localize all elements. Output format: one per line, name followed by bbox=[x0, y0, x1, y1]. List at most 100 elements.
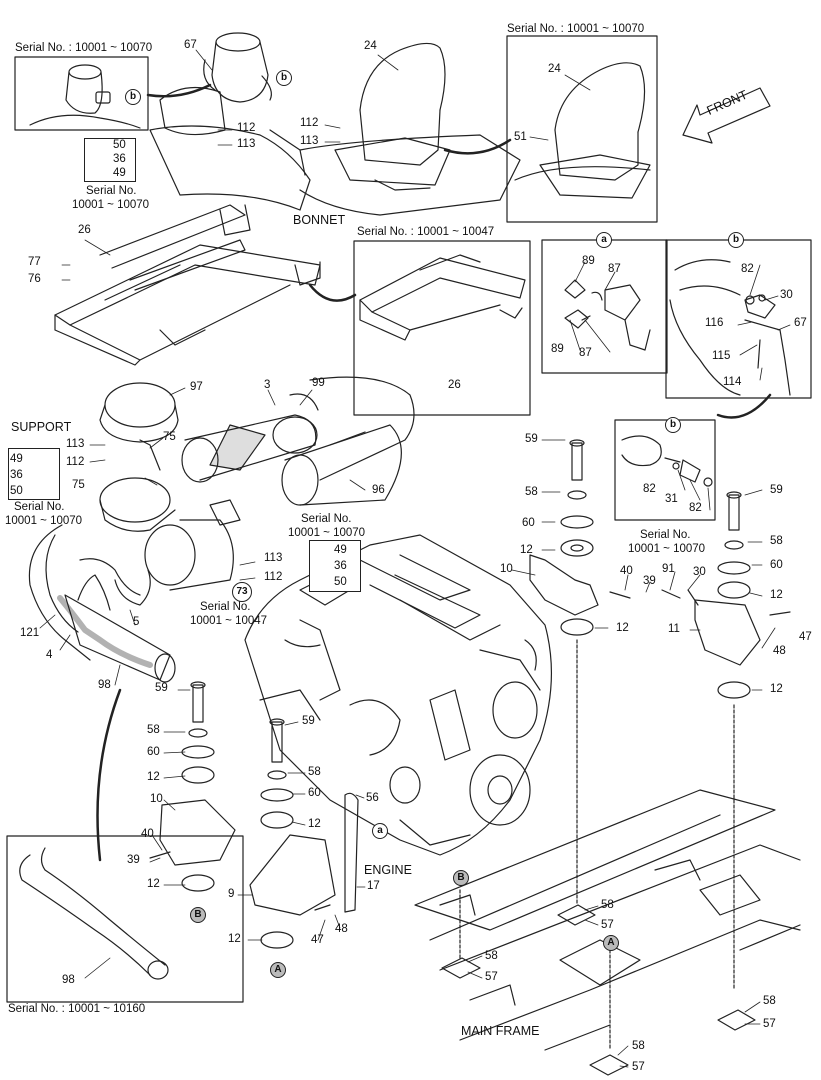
part-number: 49 bbox=[10, 453, 23, 465]
part-number: 40 bbox=[141, 828, 154, 840]
part-number: 98 bbox=[62, 974, 75, 986]
leader-hose-detail bbox=[96, 688, 122, 862]
serial-label: Serial No. : 10001 ~ 10070 bbox=[15, 42, 153, 54]
part-number: 51 bbox=[514, 131, 527, 143]
part-number: 60 bbox=[147, 746, 160, 758]
serial-label: Serial No. : 10001 ~ 10160 bbox=[8, 1003, 146, 1015]
part-number: 76 bbox=[28, 273, 41, 285]
mount-right-drawing bbox=[529, 439, 791, 991]
part-number: 116 bbox=[705, 317, 724, 329]
part-number: 67 bbox=[794, 317, 807, 329]
part-number: 58 bbox=[147, 724, 160, 736]
part-number: 87 bbox=[579, 347, 592, 359]
part-number: 10 bbox=[150, 793, 163, 805]
part-number: 57 bbox=[485, 971, 498, 983]
part-number: 113 bbox=[264, 552, 283, 564]
part-number: 91 bbox=[662, 563, 675, 575]
leader-detail-topleft bbox=[146, 83, 212, 98]
part-number: 49 bbox=[113, 167, 126, 179]
part-number: 112 bbox=[66, 456, 85, 468]
part-number: 57 bbox=[763, 1018, 776, 1030]
serial-label: 10001 ~ 10070 bbox=[288, 527, 366, 539]
part-number: 82 bbox=[643, 483, 656, 495]
detail-marker-B: B bbox=[190, 907, 206, 923]
detail-marker-a: a bbox=[596, 232, 612, 248]
part-number: 39 bbox=[643, 575, 656, 587]
detail-marker-b: b bbox=[276, 70, 292, 86]
support-bracket-26-drawing bbox=[54, 204, 321, 366]
part-number: 82 bbox=[741, 263, 754, 275]
part-number: 59 bbox=[302, 715, 315, 727]
part-number: 50 bbox=[113, 139, 126, 151]
detail-marker-b: b bbox=[728, 232, 744, 248]
part-number: 56 bbox=[366, 792, 379, 804]
turbo-outlet-drawing bbox=[149, 32, 311, 211]
detail-marker-b: b bbox=[125, 89, 141, 105]
part-number-circled: 73 bbox=[232, 582, 252, 602]
part-number: 26 bbox=[78, 224, 91, 236]
serial-label: Serial No. bbox=[86, 185, 137, 197]
detail-box-b-bottom bbox=[614, 419, 716, 521]
part-number: 30 bbox=[693, 566, 706, 578]
part-number: 24 bbox=[548, 63, 561, 75]
part-number: 12 bbox=[228, 933, 241, 945]
mount-left-drawing bbox=[149, 681, 611, 1051]
detail-b-bottom-drawing bbox=[621, 435, 713, 487]
part-number: 12 bbox=[147, 878, 160, 890]
part-number: 36 bbox=[113, 153, 126, 165]
part-number: 12 bbox=[770, 683, 783, 695]
leader-detail-b bbox=[716, 393, 772, 419]
callout-box-hardware-3 bbox=[309, 540, 361, 592]
serial-label: Serial No. bbox=[14, 501, 65, 513]
part-number: 60 bbox=[308, 787, 321, 799]
part-number: 115 bbox=[712, 350, 731, 362]
air-duct-24-drawing bbox=[299, 42, 521, 216]
detail-marker-B: B bbox=[453, 870, 469, 886]
hose-detail-drawing bbox=[19, 847, 169, 980]
part-number: 3 bbox=[264, 379, 271, 391]
serial-label: 10001 ~ 10070 bbox=[5, 515, 83, 527]
part-number: 58 bbox=[763, 995, 776, 1007]
part-number: 36 bbox=[10, 469, 23, 481]
main-frame-drawing bbox=[414, 789, 801, 1051]
part-number: 31 bbox=[665, 493, 678, 505]
part-number: 58 bbox=[770, 535, 783, 547]
serial-label: Serial No. bbox=[301, 513, 352, 525]
part-number: 67 bbox=[184, 39, 197, 51]
part-number: 39 bbox=[127, 854, 140, 866]
part-number: 113 bbox=[237, 138, 256, 150]
leader-lines bbox=[39, 49, 791, 1068]
part-number: 9 bbox=[228, 888, 235, 900]
air-cleaner-drawing bbox=[99, 376, 415, 591]
part-number: 58 bbox=[485, 950, 498, 962]
serial-label: Serial No. bbox=[200, 601, 251, 613]
detail-marker-A: A bbox=[270, 962, 286, 978]
serial-label: Serial No. bbox=[640, 529, 691, 541]
mount-pads-drawing bbox=[441, 904, 756, 1076]
part-number: 24 bbox=[364, 40, 377, 52]
area-label-bonnet: BONNET bbox=[293, 213, 346, 227]
part-number: 96 bbox=[372, 484, 385, 496]
part-number: 60 bbox=[522, 517, 535, 529]
part-number: 60 bbox=[770, 559, 783, 571]
part-number: 77 bbox=[28, 256, 41, 268]
part-number: 112 bbox=[237, 122, 256, 134]
engine-drawing bbox=[244, 534, 553, 856]
detail-box-bracket bbox=[353, 240, 531, 416]
serial-label: 10001 ~ 10070 bbox=[72, 199, 150, 211]
area-label-support: SUPPORT bbox=[11, 420, 72, 434]
part-number: 89 bbox=[582, 255, 595, 267]
part-number: 98 bbox=[98, 679, 111, 691]
part-number: 11 bbox=[668, 623, 680, 635]
serial-label: Serial No. : 10001 ~ 10070 bbox=[507, 23, 645, 35]
detail-box-turbo-clip bbox=[14, 56, 149, 131]
part-number: 59 bbox=[525, 433, 538, 445]
part-number: 58 bbox=[601, 899, 614, 911]
part-number: 12 bbox=[616, 622, 629, 634]
part-number: 12 bbox=[308, 818, 321, 830]
front-arrow bbox=[682, 87, 771, 144]
part-number: 26 bbox=[448, 379, 461, 391]
part-number: 87 bbox=[608, 263, 621, 275]
part-number: 5 bbox=[133, 616, 140, 628]
